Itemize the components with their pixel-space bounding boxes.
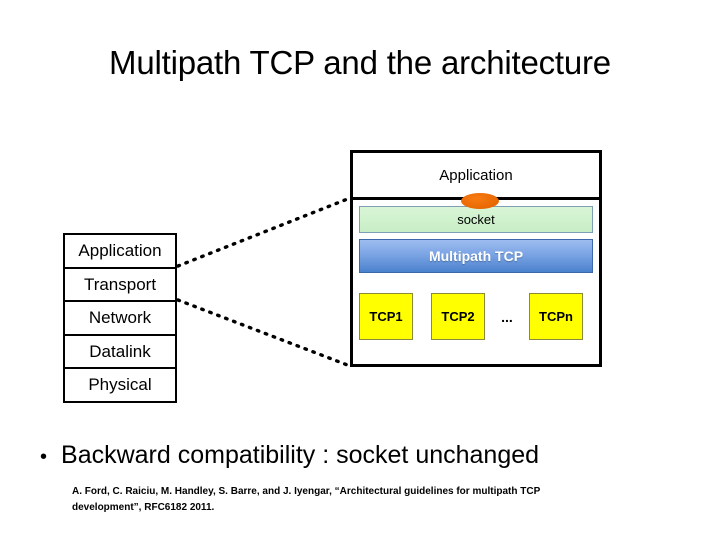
citation: A. Ford, C. Raiciu, M. Handley, S. Barre…	[72, 484, 652, 515]
multipath-tcp-panel: Application socket Multipath TCP TCP1 TC…	[350, 150, 602, 367]
citation-line-2: development”, RFC6182 2011.	[72, 501, 215, 513]
bullet-text: Backward compatibility : socket unchange…	[61, 441, 540, 469]
bullet-item: • Backward compatibility : socket unchan…	[40, 441, 680, 470]
bullet-marker-icon: •	[40, 446, 48, 468]
panel-application-label: Application	[439, 166, 513, 184]
multipath-tcp-bar: Multipath TCP	[359, 239, 593, 273]
subflow-label: TCPn	[539, 309, 573, 324]
subflow-row: TCP1 TCP2 ... TCPn	[359, 293, 599, 340]
multipath-tcp-label: Multipath TCP	[428, 248, 524, 264]
stack-layer-label: Network	[88, 308, 152, 328]
stack-layer-network: Network	[63, 300, 177, 336]
connector-line-top	[176, 196, 352, 268]
socket-knob-icon	[461, 193, 499, 209]
subflow-box-tcp2: TCP2	[431, 293, 485, 340]
stack-layer-datalink: Datalink	[63, 333, 177, 369]
stack-layer-label: Transport	[83, 274, 157, 294]
subflow-label: TCP1	[369, 309, 403, 324]
protocol-stack: Application Transport Network Datalink P…	[63, 233, 177, 403]
subflow-label: TCP2	[441, 309, 475, 324]
connector-line-bottom	[176, 298, 352, 368]
stack-layer-physical: Physical	[63, 367, 177, 403]
socket-label: socket	[457, 212, 495, 227]
stack-layer-label: Application	[78, 241, 162, 261]
stack-layer-application: Application	[63, 233, 177, 269]
stack-layer-label: Physical	[88, 375, 152, 395]
subflow-box-tcpn: TCPn	[529, 293, 583, 340]
socket-bar: socket	[359, 206, 593, 233]
stack-layer-label: Datalink	[89, 341, 151, 361]
page-title: Multipath TCP and the architecture	[109, 44, 611, 81]
stack-layer-transport: Transport	[63, 266, 177, 302]
subflow-ellipsis: ...	[501, 308, 513, 325]
citation-line-1: A. Ford, C. Raiciu, M. Handley, S. Barre…	[72, 486, 541, 497]
subflow-box-tcp1: TCP1	[359, 293, 413, 340]
